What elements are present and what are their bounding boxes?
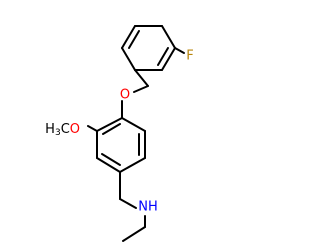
bond <box>96 157 121 173</box>
structure-diagram: F O H3CO N <box>45 25 194 242</box>
methoxy-o: O <box>70 122 80 137</box>
double-bond-inner <box>101 153 121 166</box>
double-bond-inner <box>102 123 121 135</box>
double-bond-inner <box>128 30 140 49</box>
bond <box>161 47 176 71</box>
amine-label: NH <box>138 200 158 215</box>
bond <box>134 69 149 87</box>
bond <box>161 25 176 49</box>
fluorine-label: F <box>186 49 193 64</box>
bond <box>121 117 146 132</box>
bond <box>119 198 137 209</box>
methoxy-h: H <box>45 122 55 137</box>
molecule-drawing: F O H3CO N <box>45 25 194 242</box>
methoxy-3: 3 <box>55 128 61 138</box>
bond <box>121 47 136 71</box>
ether-oxygen-label: O <box>120 88 130 103</box>
bond <box>121 25 136 49</box>
central-ring <box>96 100 146 173</box>
benzyl-linker <box>133 69 149 93</box>
bond <box>133 85 149 93</box>
methoxy-label: H3CO <box>45 122 80 139</box>
methoxy-c: C <box>61 122 70 137</box>
bond <box>122 226 146 242</box>
fluorophenyl-ring <box>121 25 176 71</box>
bond <box>96 117 123 132</box>
bond-to-methoxy <box>87 125 98 132</box>
double-bond-inner <box>157 47 169 66</box>
bond-to-fluorine <box>174 47 185 54</box>
ethylaminomethyl-chain <box>119 171 146 242</box>
bond <box>119 157 146 173</box>
